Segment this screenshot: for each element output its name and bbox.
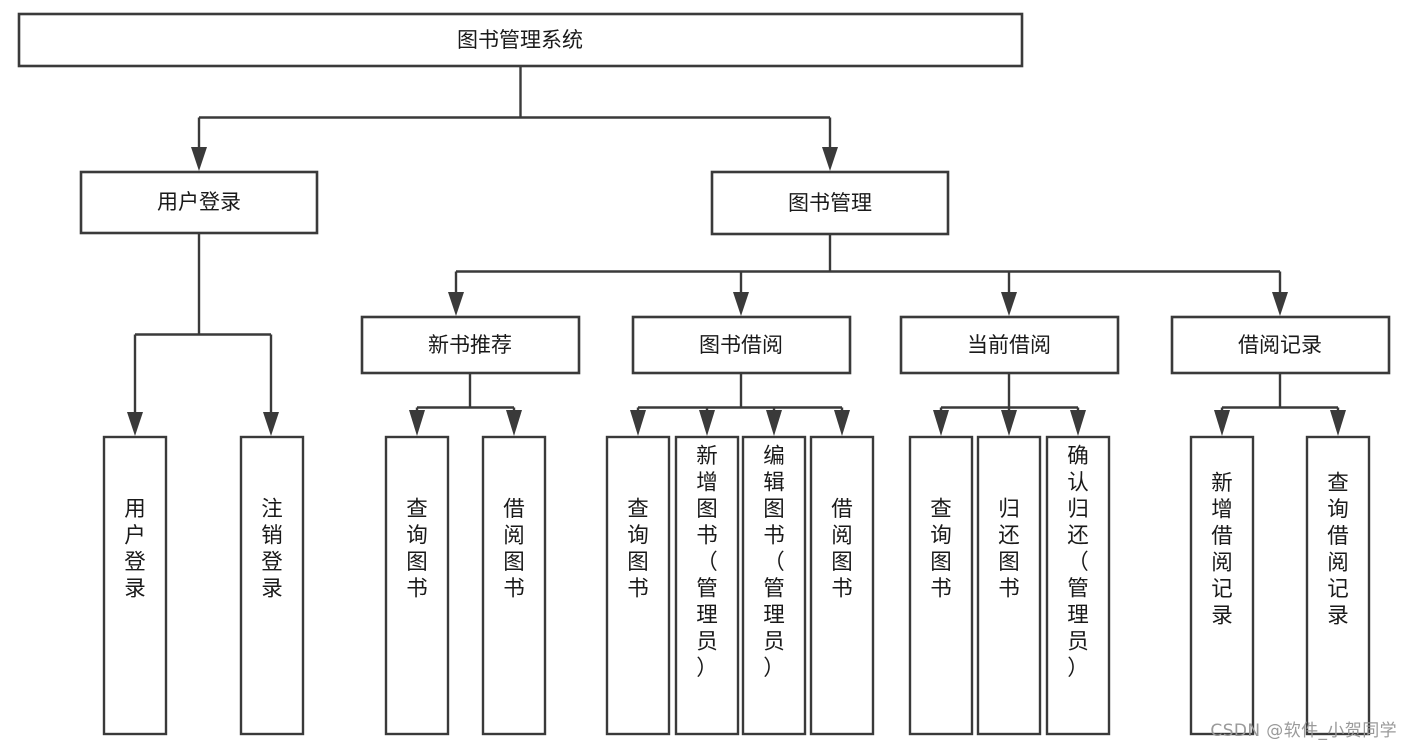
node-current-borrow-label: 当前借阅: [967, 333, 1051, 357]
leaf-recommend-borrow-box[interactable]: [481, 435, 547, 736]
arrow-head-current-borrow-leaf-3: [1070, 410, 1086, 436]
leaf-user-login-label: 用户登录: [124, 497, 146, 602]
node-book-borrow[interactable]: 图书借阅: [631, 315, 852, 375]
leaf-borrow-do-box[interactable]: [809, 435, 875, 736]
node-new-book-recommend-label: 新书推荐: [428, 333, 512, 357]
arrow-head-current-borrow: [1001, 292, 1017, 316]
leaf-borrow-add-box[interactable]: [674, 435, 740, 736]
leaf-current-confirm-box[interactable]: [1045, 435, 1111, 736]
arrow-head-borrow-record: [1272, 292, 1288, 316]
leaf-borrow-do-label: 借阅图书: [831, 497, 853, 602]
leaf-record-add-box[interactable]: [1189, 435, 1255, 736]
leaf-node[interactable]: 查询图书: [908, 435, 974, 736]
leaf-node[interactable]: 借阅图书: [481, 435, 547, 736]
leaf-record-query-box[interactable]: [1305, 435, 1371, 736]
arrow-head-user-login-leaf-1: [127, 412, 143, 436]
node-root[interactable]: 图书管理系统: [17, 12, 1024, 68]
arrow-head-user-login: [191, 147, 207, 171]
leaf-current-confirm-label: 确认归还（管理员）: [1067, 444, 1089, 681]
leaf-node[interactable]: 查询借阅记录: [1305, 435, 1371, 736]
node-book-manage[interactable]: 图书管理: [710, 170, 950, 236]
arrow-head-borrow-record-leaf-2: [1330, 410, 1346, 436]
leaf-current-return-box[interactable]: [976, 435, 1042, 736]
node-root-label: 图书管理系统: [457, 28, 583, 52]
leaf-node[interactable]: 编辑图书（管理员）: [741, 435, 807, 736]
arrow-head-book-borrow-leaf-2: [699, 410, 715, 436]
arrow-head-new-book-leaf-1: [409, 410, 425, 436]
arrow-head-book-borrow-leaf-3: [766, 410, 782, 436]
leaf-node[interactable]: 借阅图书: [809, 435, 875, 736]
leaf-node[interactable]: 新增图书（管理员）: [674, 435, 740, 736]
leaf-borrow-query-label: 查询图书: [627, 497, 649, 602]
leaf-node[interactable]: 新增借阅记录: [1189, 435, 1255, 736]
leaf-node[interactable]: 用户登录: [102, 435, 168, 736]
leaf-node[interactable]: 确认归还（管理员）: [1045, 435, 1111, 736]
leaf-node[interactable]: 归还图书: [976, 435, 1042, 736]
arrow-head-new-book: [448, 292, 464, 316]
leaf-recommend-borrow-label: 借阅图书: [503, 497, 525, 602]
leaf-record-add-label: 新增借阅记录: [1211, 471, 1233, 629]
leaf-current-query-box[interactable]: [908, 435, 974, 736]
arrow-head-book-manage: [822, 147, 838, 171]
node-book-borrow-label: 图书借阅: [699, 333, 783, 357]
node-new-book-recommend[interactable]: 新书推荐: [360, 315, 581, 375]
node-new-book-recommend-box[interactable]: [360, 315, 581, 375]
leaf-recommend-query-box[interactable]: [384, 435, 450, 736]
arrow-head-book-borrow: [733, 292, 749, 316]
arrow-head-current-borrow-leaf-2: [1001, 410, 1017, 436]
leaf-node[interactable]: 查询图书: [384, 435, 450, 736]
arrow-head-user-login-leaf-2: [263, 412, 279, 436]
leaf-current-query-label: 查询图书: [930, 497, 952, 602]
node-user-login-label: 用户登录: [157, 190, 241, 214]
leaf-logout-label: 注销登录: [261, 497, 283, 602]
node-current-borrow-box[interactable]: [899, 315, 1120, 375]
node-root-box[interactable]: [17, 12, 1024, 68]
arrow-head-current-borrow-leaf-1: [933, 410, 949, 436]
connector-layer: [127, 66, 1346, 436]
leaf-recommend-query-label: 查询图书: [406, 497, 428, 602]
leaf-node[interactable]: 注销登录: [239, 435, 305, 736]
leaf-borrow-query-box[interactable]: [605, 435, 671, 736]
arrow-head-book-borrow-leaf-1: [630, 410, 646, 436]
arrow-head-new-book-leaf-2: [506, 410, 522, 436]
leaf-user-login-box[interactable]: [102, 435, 168, 736]
leaf-node[interactable]: 查询图书: [605, 435, 671, 736]
node-borrow-record-label: 借阅记录: [1238, 333, 1322, 357]
arrow-head-borrow-record-leaf-1: [1214, 410, 1230, 436]
node-user-login[interactable]: 用户登录: [79, 170, 319, 235]
node-borrow-record-box[interactable]: [1170, 315, 1391, 375]
node-book-manage-box[interactable]: [710, 170, 950, 236]
arrow-head-book-borrow-leaf-4: [834, 410, 850, 436]
node-book-borrow-box[interactable]: [631, 315, 852, 375]
leaf-current-return-label: 归还图书: [998, 497, 1020, 602]
leaf-logout-box[interactable]: [239, 435, 305, 736]
leaf-borrow-edit-box[interactable]: [741, 435, 807, 736]
leaf-borrow-add-label: 新增图书（管理员）: [696, 444, 718, 681]
node-borrow-record[interactable]: 借阅记录: [1170, 315, 1391, 375]
leaf-record-query-label: 查询借阅记录: [1327, 471, 1349, 629]
node-current-borrow[interactable]: 当前借阅: [899, 315, 1120, 375]
node-user-login-box[interactable]: [79, 170, 319, 235]
node-book-manage-label: 图书管理: [788, 191, 872, 215]
leaf-borrow-edit-label: 编辑图书（管理员）: [763, 444, 785, 681]
